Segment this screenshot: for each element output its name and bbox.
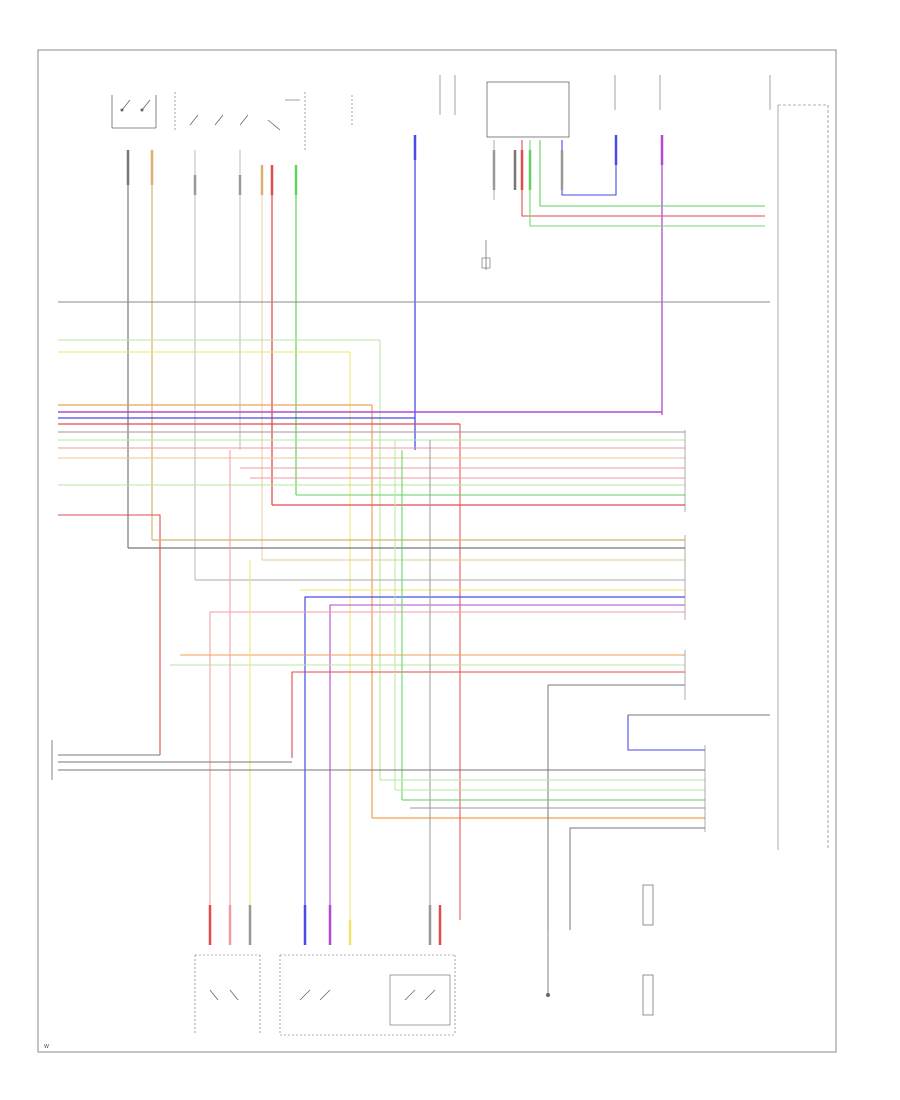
passenger-module-right bbox=[777, 104, 829, 850]
fuse-block-top-right bbox=[614, 75, 771, 110]
wire-bus-blue-b bbox=[304, 596, 685, 920]
fuse-block-top-left bbox=[351, 75, 456, 125]
connector-center-small bbox=[481, 240, 491, 270]
wire-blue-bottom bbox=[627, 715, 705, 751]
power-window-master-switch bbox=[174, 92, 306, 150]
bottom-connector-stubs bbox=[208, 905, 442, 945]
footer-code: W bbox=[44, 1044, 49, 1050]
wire-red-2 bbox=[521, 140, 765, 217]
connector-right-pins bbox=[684, 430, 706, 832]
wire-bus-pink-d bbox=[209, 611, 685, 920]
wire-black-bottom bbox=[569, 827, 705, 930]
ground-point-right bbox=[642, 884, 654, 1016]
rear-window-switch bbox=[111, 95, 157, 129]
wire-lightgreen-1 bbox=[529, 140, 765, 227]
wire-red-left-loop bbox=[58, 514, 161, 755]
top-connector-stubs bbox=[126, 135, 664, 195]
left-rear-window-motor bbox=[194, 954, 261, 1035]
connector-left-ground bbox=[51, 740, 705, 780]
control-unit-top-center bbox=[486, 81, 570, 138]
wire-bus-violet-b bbox=[329, 604, 685, 920]
wire-green-2 bbox=[539, 140, 765, 207]
wire-bus-red-c bbox=[291, 671, 685, 758]
right-rear-window-motor bbox=[279, 954, 456, 1036]
diagram-border bbox=[37, 49, 837, 1053]
wire-blue-2 bbox=[561, 135, 617, 196]
door-lock-actuator bbox=[546, 930, 550, 997]
